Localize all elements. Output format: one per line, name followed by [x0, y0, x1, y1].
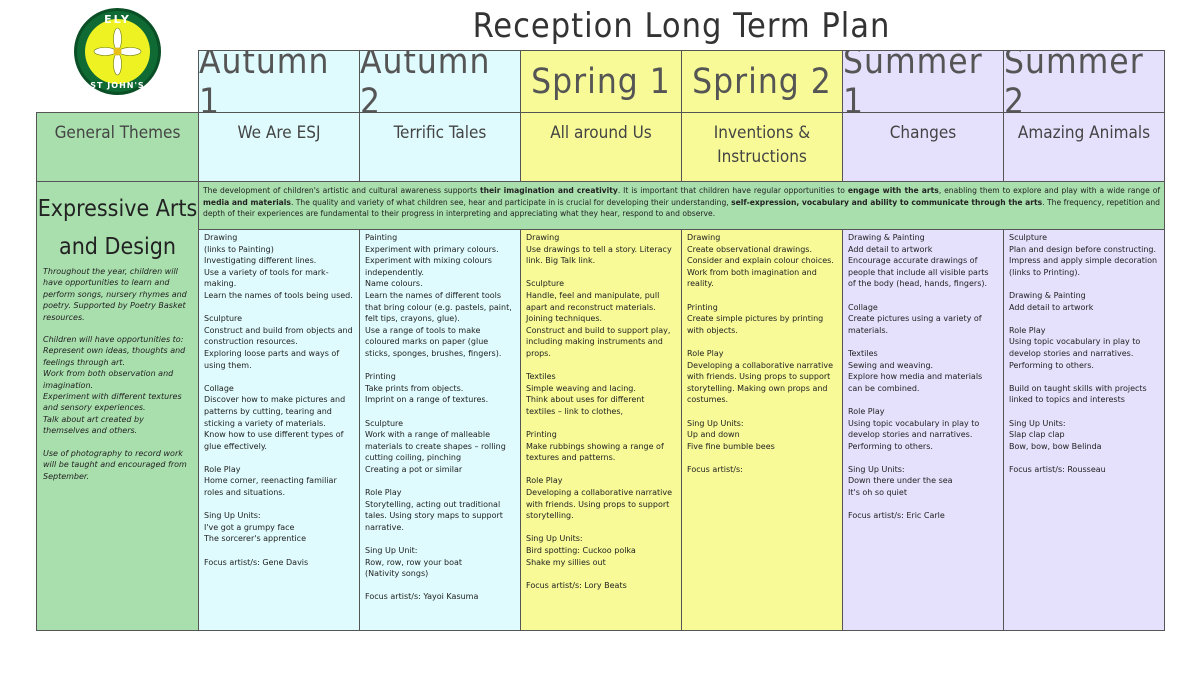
content-autumn-1: Drawing (links to Painting) Investigatin… [198, 229, 360, 631]
intro-text: The development of children's artistic a… [203, 186, 480, 195]
theme-summer-1: Changes [842, 112, 1004, 182]
term-header-spring-2: Spring 2 [681, 50, 843, 113]
content-autumn-2: Painting Experiment with primary colours… [359, 229, 521, 631]
subject-note: Throughout the year, children will have … [43, 267, 187, 322]
subject-title: Expressive Arts and Design [37, 196, 198, 260]
term-header-summer-1: Summer 1 [842, 50, 1004, 113]
subject-note: Use of photography to record work will b… [43, 448, 187, 481]
term-header-autumn-1: Autumn 1 [198, 50, 360, 113]
subject-notes: Throughout the year, children will have … [37, 266, 198, 482]
intro-paragraph: The development of children's artistic a… [198, 181, 1165, 230]
content-summer-1: Drawing & Painting Add detail to artwork… [842, 229, 1004, 631]
term-header-spring-1: Spring 1 [520, 50, 682, 113]
theme-autumn-2: Terrific Tales [359, 112, 521, 182]
theme-spring-1: All around Us [520, 112, 682, 182]
logo-text-top: ELY [104, 13, 131, 26]
general-themes-label: General Themes [36, 112, 199, 182]
logo-flower-icon [85, 19, 150, 84]
content-spring-2: Drawing Create observational drawings. C… [681, 229, 843, 631]
theme-autumn-1: We Are ESJ [198, 112, 360, 182]
intro-text: , enabling them to explore and play with… [938, 186, 1161, 195]
page-title: Reception Long Term Plan [472, 6, 891, 46]
content-summer-2: Sculpture Plan and design before constru… [1003, 229, 1165, 631]
intro-text: . The quality and variety of what childr… [290, 197, 732, 207]
intro-emphasis: their imagination and creativity [479, 186, 618, 195]
intro-text: . It is important that children have reg… [617, 186, 848, 195]
term-header-summer-2: Summer 2 [1003, 50, 1165, 113]
intro-emphasis: engage with the arts [847, 186, 939, 195]
term-header-autumn-2: Autumn 2 [359, 50, 521, 113]
subject-note: Children will have opportunities to: Rep… [43, 335, 186, 436]
intro-emphasis: self-expression, vocabulary and ability … [731, 197, 1043, 207]
theme-summer-2: Amazing Animals [1003, 112, 1165, 182]
school-logo: ELY ST JOHN'S [74, 8, 161, 95]
theme-spring-2: Inventions & Instructions [681, 112, 843, 182]
subject-column: Expressive Arts and Design Throughout th… [36, 181, 199, 631]
intro-text: . The frequency, repetition and depth of… [203, 197, 1161, 219]
logo-text-bottom: ST JOHN'S [90, 81, 145, 90]
content-spring-1: Drawing Use drawings to tell a story. Li… [520, 229, 682, 631]
intro-emphasis: media and materials [203, 197, 291, 207]
